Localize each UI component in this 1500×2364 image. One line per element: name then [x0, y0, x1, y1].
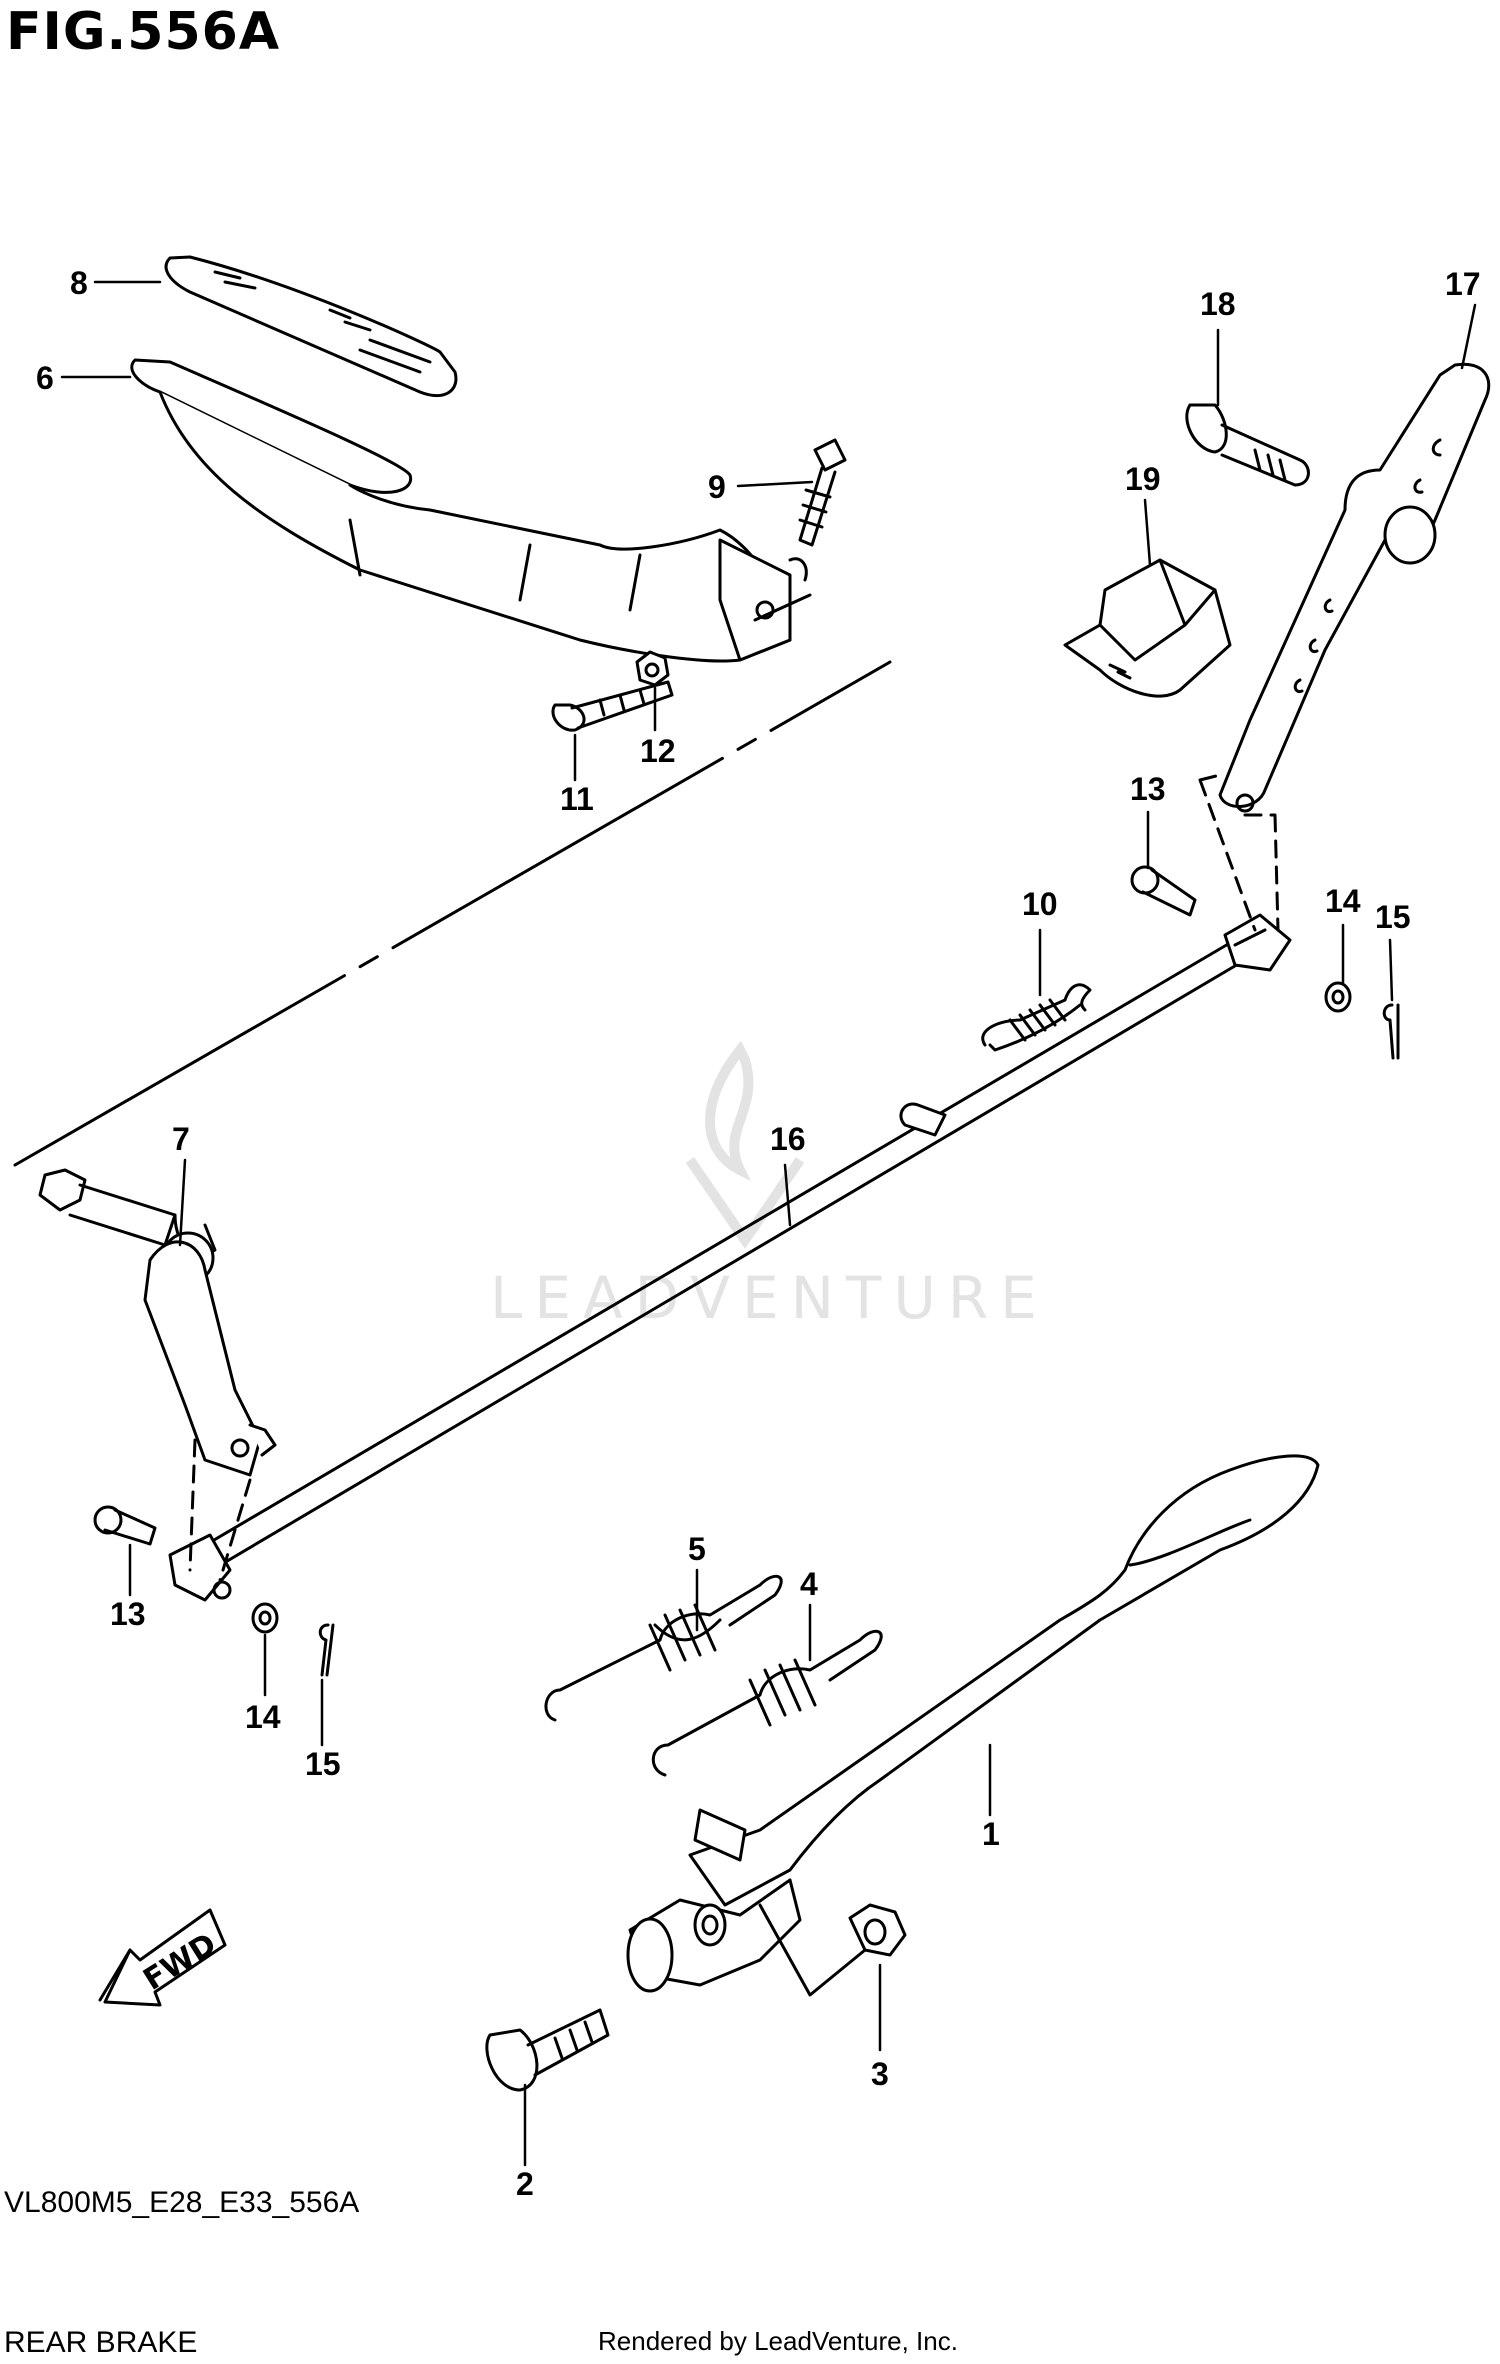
lower-shaft-leader [188, 1438, 252, 1582]
rendered-by: Rendered by LeadVenture, Inc. [598, 2326, 958, 2356]
clevis-pin-13-lower [93, 1505, 157, 1546]
bolt-11 [551, 680, 674, 732]
callout-leaders [60, 280, 1477, 2167]
fwd-arrow [98, 1908, 227, 2007]
watermark-logo [685, 1040, 805, 1249]
section-name: REAR BRAKE [4, 2326, 198, 2359]
brake-shaft-7 [38, 1168, 277, 1477]
cotter-pin-15-upper [1382, 1003, 1400, 1060]
label-11: 11 [560, 781, 594, 817]
label-19: 19 [1125, 461, 1161, 497]
label-9: 9 [708, 469, 726, 505]
spring-5 [544, 1574, 783, 1722]
watermark-text: LEADVENTURE [490, 1264, 1049, 1332]
brake-arm-17 [1218, 362, 1491, 813]
stand-bolt-2 [485, 2008, 610, 2092]
watermark: LEADVENTURE [490, 1040, 1049, 1332]
bolt-9 [798, 438, 847, 547]
label-6: 6 [36, 360, 54, 396]
assembly-leader-line [13, 593, 892, 1167]
label-8: 8 [70, 265, 88, 301]
label-15-lower: 15 [305, 1746, 341, 1782]
stand-leader [758, 1903, 867, 1997]
label-15-upper: 15 [1375, 899, 1411, 935]
rod-pin [899, 1102, 947, 1137]
figure-title: FIG.556A [6, 2, 281, 62]
label-13-lower: 13 [110, 1596, 146, 1632]
nut-12 [635, 650, 670, 687]
label-12: 12 [640, 733, 676, 769]
label-3: 3 [871, 2056, 889, 2092]
label-17: 17 [1445, 266, 1481, 302]
spring-10 [981, 983, 1092, 1052]
label-14-upper: 14 [1325, 883, 1361, 919]
label-2: 2 [516, 2166, 534, 2202]
label-4: 4 [800, 1566, 818, 1602]
rod-arm-leader [1198, 773, 1280, 932]
label-13-upper: 13 [1130, 771, 1166, 807]
label-7: 7 [172, 1121, 190, 1157]
clevis-pin-13-upper [1130, 865, 1197, 917]
callout-labels: 8 6 9 11 12 18 19 17 13 10 14 15 16 7 13… [36, 265, 1481, 2202]
label-16: 16 [770, 1121, 806, 1157]
pivot-bolt-18 [1185, 403, 1310, 487]
label-1: 1 [982, 1816, 1000, 1852]
side-stand-1 [626, 1454, 1320, 1993]
model-code: VL800M5_E28_E33_556A [4, 2186, 360, 2219]
washer-14-lower [251, 1602, 279, 1634]
spring-4 [651, 1629, 883, 1777]
label-18: 18 [1200, 286, 1236, 322]
label-5: 5 [688, 1531, 706, 1567]
stand-nut-3 [848, 1903, 907, 1957]
cover-19 [1063, 558, 1232, 698]
brake-pedal-6 [130, 358, 808, 663]
label-10: 10 [1022, 886, 1058, 922]
label-14-lower: 14 [245, 1699, 281, 1735]
pedal-pad-cover-8 [164, 255, 458, 398]
cotter-pin-15-lower [318, 1623, 335, 1677]
washer-14-upper [1324, 981, 1352, 1013]
brake-rod-16 [168, 913, 1292, 1602]
